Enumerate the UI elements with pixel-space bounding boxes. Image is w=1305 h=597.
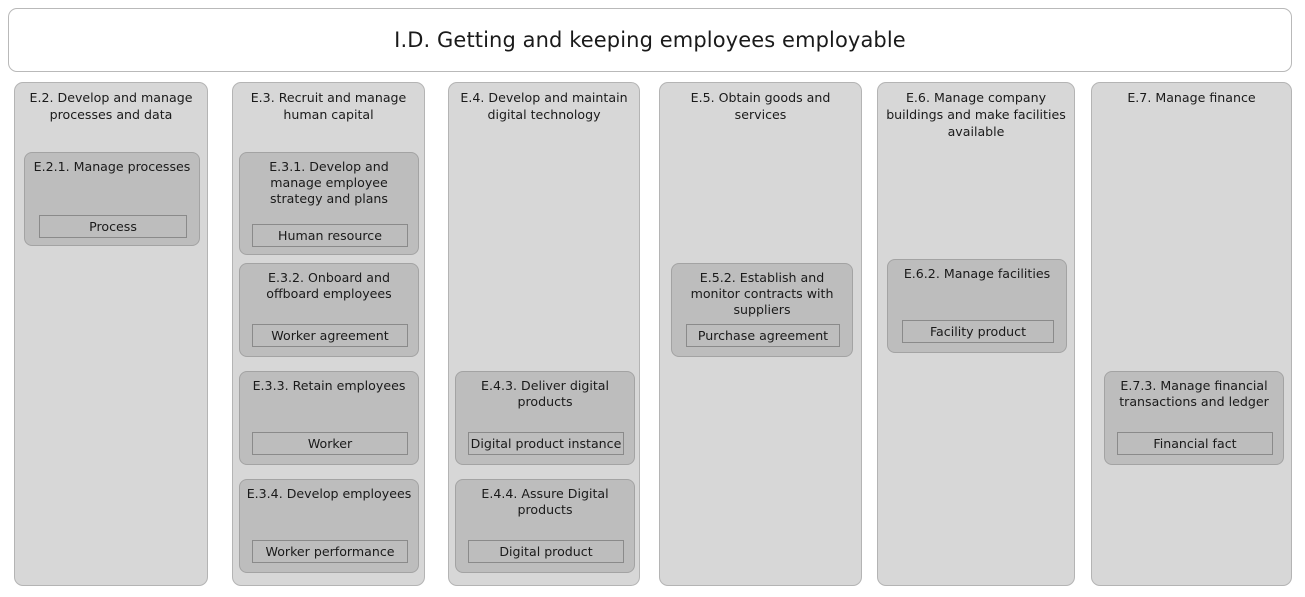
card-title-e7-3: E.7.3. Manage financial transactions and… xyxy=(1119,378,1269,409)
entity-label-digital-product: Digital product xyxy=(499,544,593,559)
column-e5[interactable]: E.5. Obtain goods and services E.5.2. Es… xyxy=(659,82,862,586)
card-e3-3[interactable]: E.3.3. Retain employees Worker xyxy=(239,371,419,465)
card-title-e3-4: E.3.4. Develop employees xyxy=(246,486,412,501)
card-e5-2[interactable]: E.5.2. Establish and monitor contracts w… xyxy=(671,263,853,357)
card-title-e3-2: E.3.2. Onboard and offboard employees xyxy=(266,270,392,301)
entity-box-worker-performance[interactable]: Worker performance xyxy=(252,540,408,563)
card-e3-4[interactable]: E.3.4. Develop employees Worker performa… xyxy=(239,479,419,573)
column-e7[interactable]: E.7. Manage finance E.7.3. Manage financ… xyxy=(1091,82,1292,586)
entity-label-digital-product-instance: Digital product instance xyxy=(470,436,622,451)
card-title-e4-3: E.4.3. Deliver digital products xyxy=(481,378,609,409)
column-title-e4: E.4. Develop and maintain digital techno… xyxy=(460,90,628,122)
entity-box-human-resource[interactable]: Human resource xyxy=(252,224,408,247)
card-e6-2[interactable]: E.6.2. Manage facilities Facility produc… xyxy=(887,259,1067,353)
entity-label-worker-performance: Worker performance xyxy=(265,544,395,559)
entity-label-facility-product: Facility product xyxy=(929,324,1027,339)
card-e4-3[interactable]: E.4.3. Deliver digital products Digital … xyxy=(455,371,635,465)
card-e4-4[interactable]: E.4.4. Assure Digital products Digital p… xyxy=(455,479,635,573)
entity-box-worker-agreement[interactable]: Worker agreement xyxy=(252,324,408,347)
card-e2-1[interactable]: E.2.1. Manage processes Process xyxy=(24,152,200,246)
column-title-e3: E.3. Recruit and manage human capital xyxy=(250,90,407,122)
entity-label-process: Process xyxy=(89,219,137,234)
entity-box-purchase-agreement[interactable]: Purchase agreement xyxy=(686,324,840,347)
column-title-e6: E.6. Manage company buildings and make f… xyxy=(886,90,1066,139)
entity-box-facility-product[interactable]: Facility product xyxy=(902,320,1054,343)
column-e2[interactable]: E.2. Develop and manage processes and da… xyxy=(14,82,208,586)
column-title-e5: E.5. Obtain goods and services xyxy=(690,90,831,122)
column-e3[interactable]: E.3. Recruit and manage human capital E.… xyxy=(232,82,425,586)
entity-label-worker-agreement: Worker agreement xyxy=(271,328,389,343)
card-title-e3-1: E.3.1. Develop and manage employee strat… xyxy=(269,159,389,206)
card-title-e2-1: E.2.1. Manage processes xyxy=(33,159,191,174)
entity-box-worker[interactable]: Worker xyxy=(252,432,408,455)
entity-label-worker: Worker xyxy=(307,436,353,451)
card-title-e6-2: E.6.2. Manage facilities xyxy=(903,266,1051,281)
entity-box-process[interactable]: Process xyxy=(39,215,187,238)
entity-box-digital-product-instance[interactable]: Digital product instance xyxy=(468,432,624,455)
card-e3-2[interactable]: E.3.2. Onboard and offboard employees Wo… xyxy=(239,263,419,357)
page-title: I.D. Getting and keeping employees emplo… xyxy=(394,28,906,52)
column-title-e7: E.7. Manage finance xyxy=(1127,90,1256,105)
entity-box-financial-fact[interactable]: Financial fact xyxy=(1117,432,1273,455)
card-title-e5-2: E.5.2. Establish and monitor contracts w… xyxy=(690,270,834,317)
column-e6[interactable]: E.6. Manage company buildings and make f… xyxy=(877,82,1075,586)
diagram-header: I.D. Getting and keeping employees emplo… xyxy=(8,8,1292,72)
card-title-e4-4: E.4.4. Assure Digital products xyxy=(481,486,609,517)
entity-label-human-resource: Human resource xyxy=(278,228,382,243)
entity-label-financial-fact: Financial fact xyxy=(1153,436,1237,451)
card-e3-1[interactable]: E.3.1. Develop and manage employee strat… xyxy=(239,152,419,255)
card-e7-3[interactable]: E.7.3. Manage financial transactions and… xyxy=(1104,371,1284,465)
column-e4[interactable]: E.4. Develop and maintain digital techno… xyxy=(448,82,640,586)
entity-label-purchase-agreement: Purchase agreement xyxy=(697,328,829,343)
entity-box-digital-product[interactable]: Digital product xyxy=(468,540,624,563)
column-title-e2: E.2. Develop and manage processes and da… xyxy=(29,90,193,122)
card-title-e3-3: E.3.3. Retain employees xyxy=(252,378,406,393)
